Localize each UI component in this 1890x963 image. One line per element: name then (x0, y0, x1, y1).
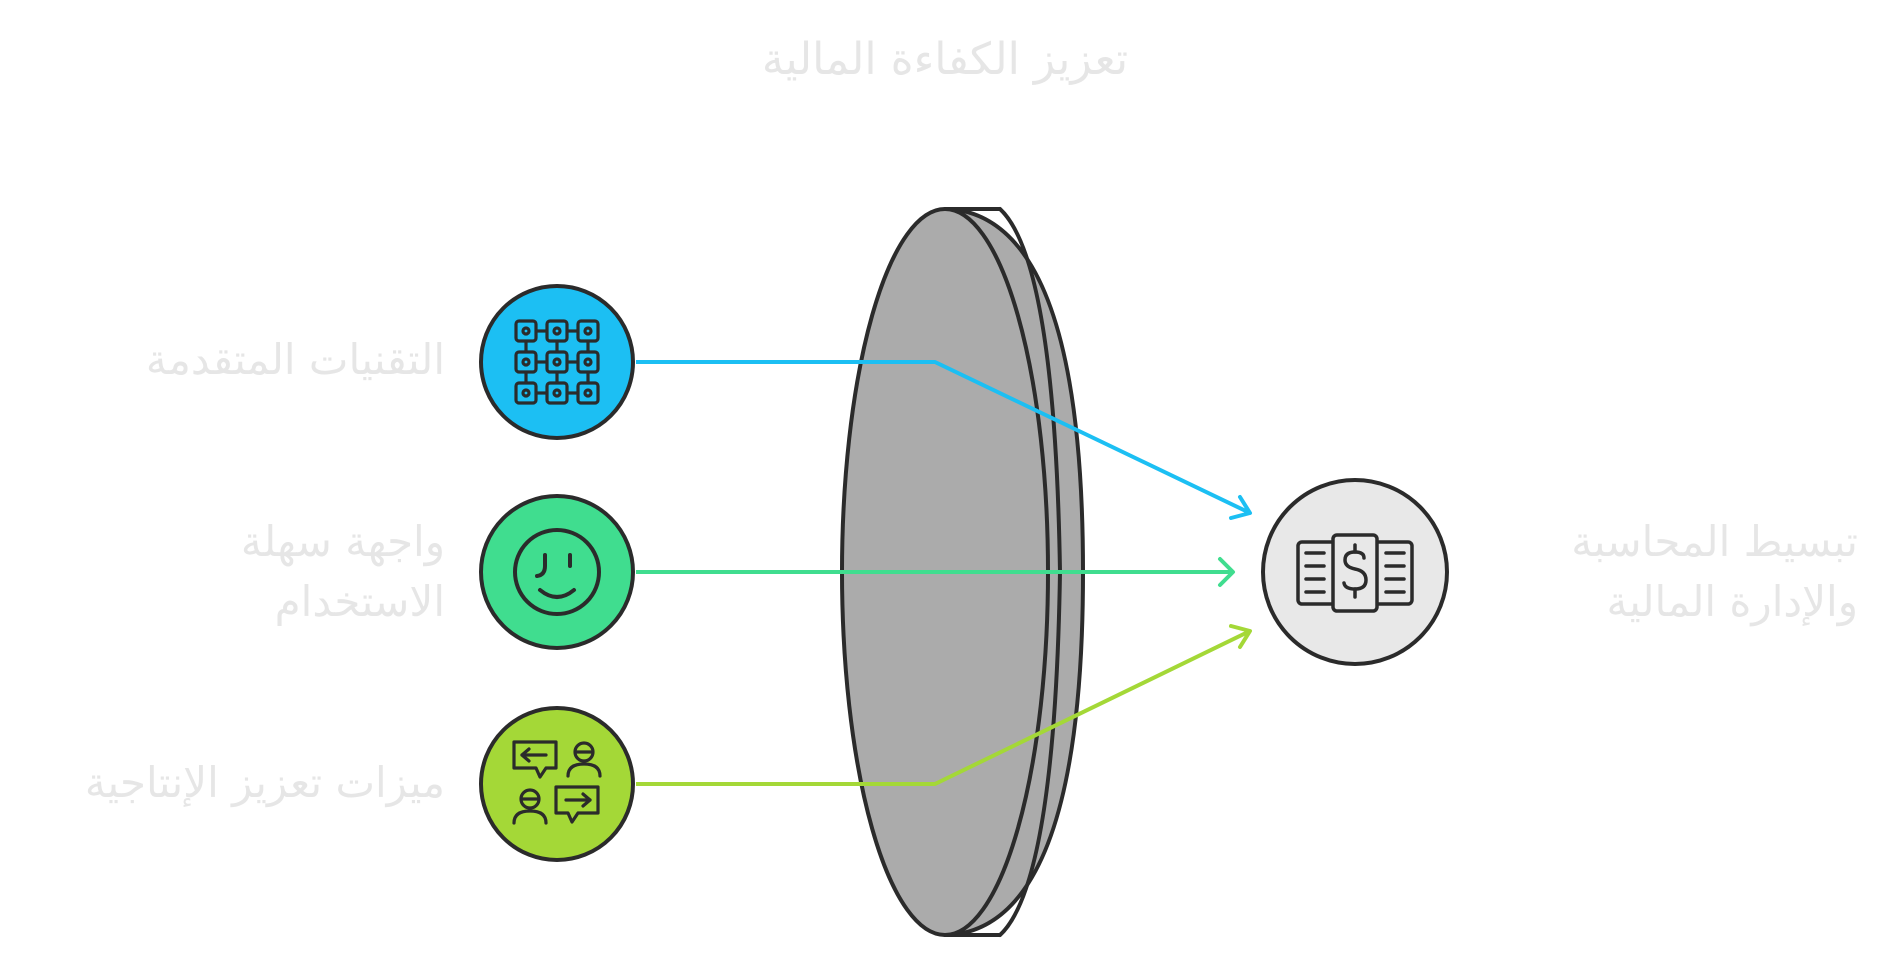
input-label-easy-interface-line2: الاستخدام (274, 577, 445, 626)
connector-productivity (636, 624, 1252, 786)
input-node-productivity (479, 706, 635, 862)
input-label-productivity: ميزات تعزيز الإنتاجية (84, 758, 445, 807)
output-label-line2: والإدارة المالية (1606, 577, 1858, 626)
arrowhead-advanced-tech (1229, 495, 1252, 520)
input-node-easy-interface (479, 494, 635, 650)
input-label-easy-interface: واجهة سهلة الاستخدام (241, 512, 445, 632)
grid-network-icon (514, 319, 600, 405)
input-node-advanced-tech (479, 284, 635, 440)
input-label-easy-interface-line1: واجهة سهلة (240, 517, 445, 566)
arrowhead-productivity (1229, 624, 1252, 649)
connector-easy-interface (636, 557, 1235, 587)
input-label-advanced-tech: التقنيات المتقدمة (145, 335, 445, 384)
connector-advanced-tech (636, 360, 1252, 520)
arrowhead-easy-interface (1218, 557, 1235, 587)
team-chat-icon (512, 740, 602, 825)
diagram-title: تعزيز الكفاءة المالية (761, 34, 1129, 85)
output-node (1261, 478, 1449, 666)
output-label: تبسيط المحاسبة والإدارة المالية (1571, 512, 1858, 632)
dollar-bills-icon (1296, 533, 1414, 613)
smiley-face-icon (513, 528, 601, 616)
output-label-line1: تبسيط المحاسبة (1571, 517, 1858, 566)
